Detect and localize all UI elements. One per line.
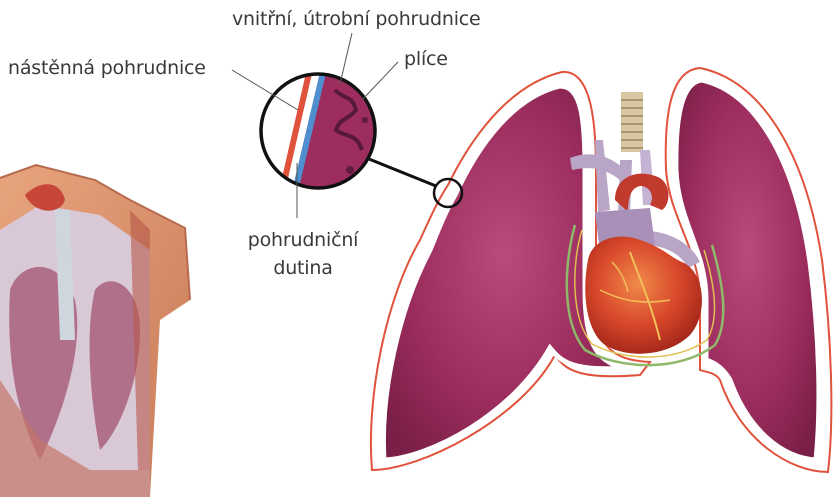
leader-plice (362, 62, 398, 100)
label-pleural-cavity: pohrudniční dutina (228, 226, 378, 282)
label-parietal-pleura: nástěnná pohrudnice (8, 57, 206, 79)
leader-vnitrni (340, 33, 352, 84)
torso-illustration (0, 165, 190, 497)
label-lung: plíce (404, 48, 448, 70)
trachea (621, 92, 643, 152)
thorax-diagram (371, 68, 831, 472)
label-cavity-line2: dutina (228, 254, 378, 282)
callout-connector (364, 157, 436, 186)
label-inner-pleura: vnitřní, útrobní pohrudnice (232, 8, 481, 30)
label-cavity-line1: pohrudniční (228, 226, 378, 254)
